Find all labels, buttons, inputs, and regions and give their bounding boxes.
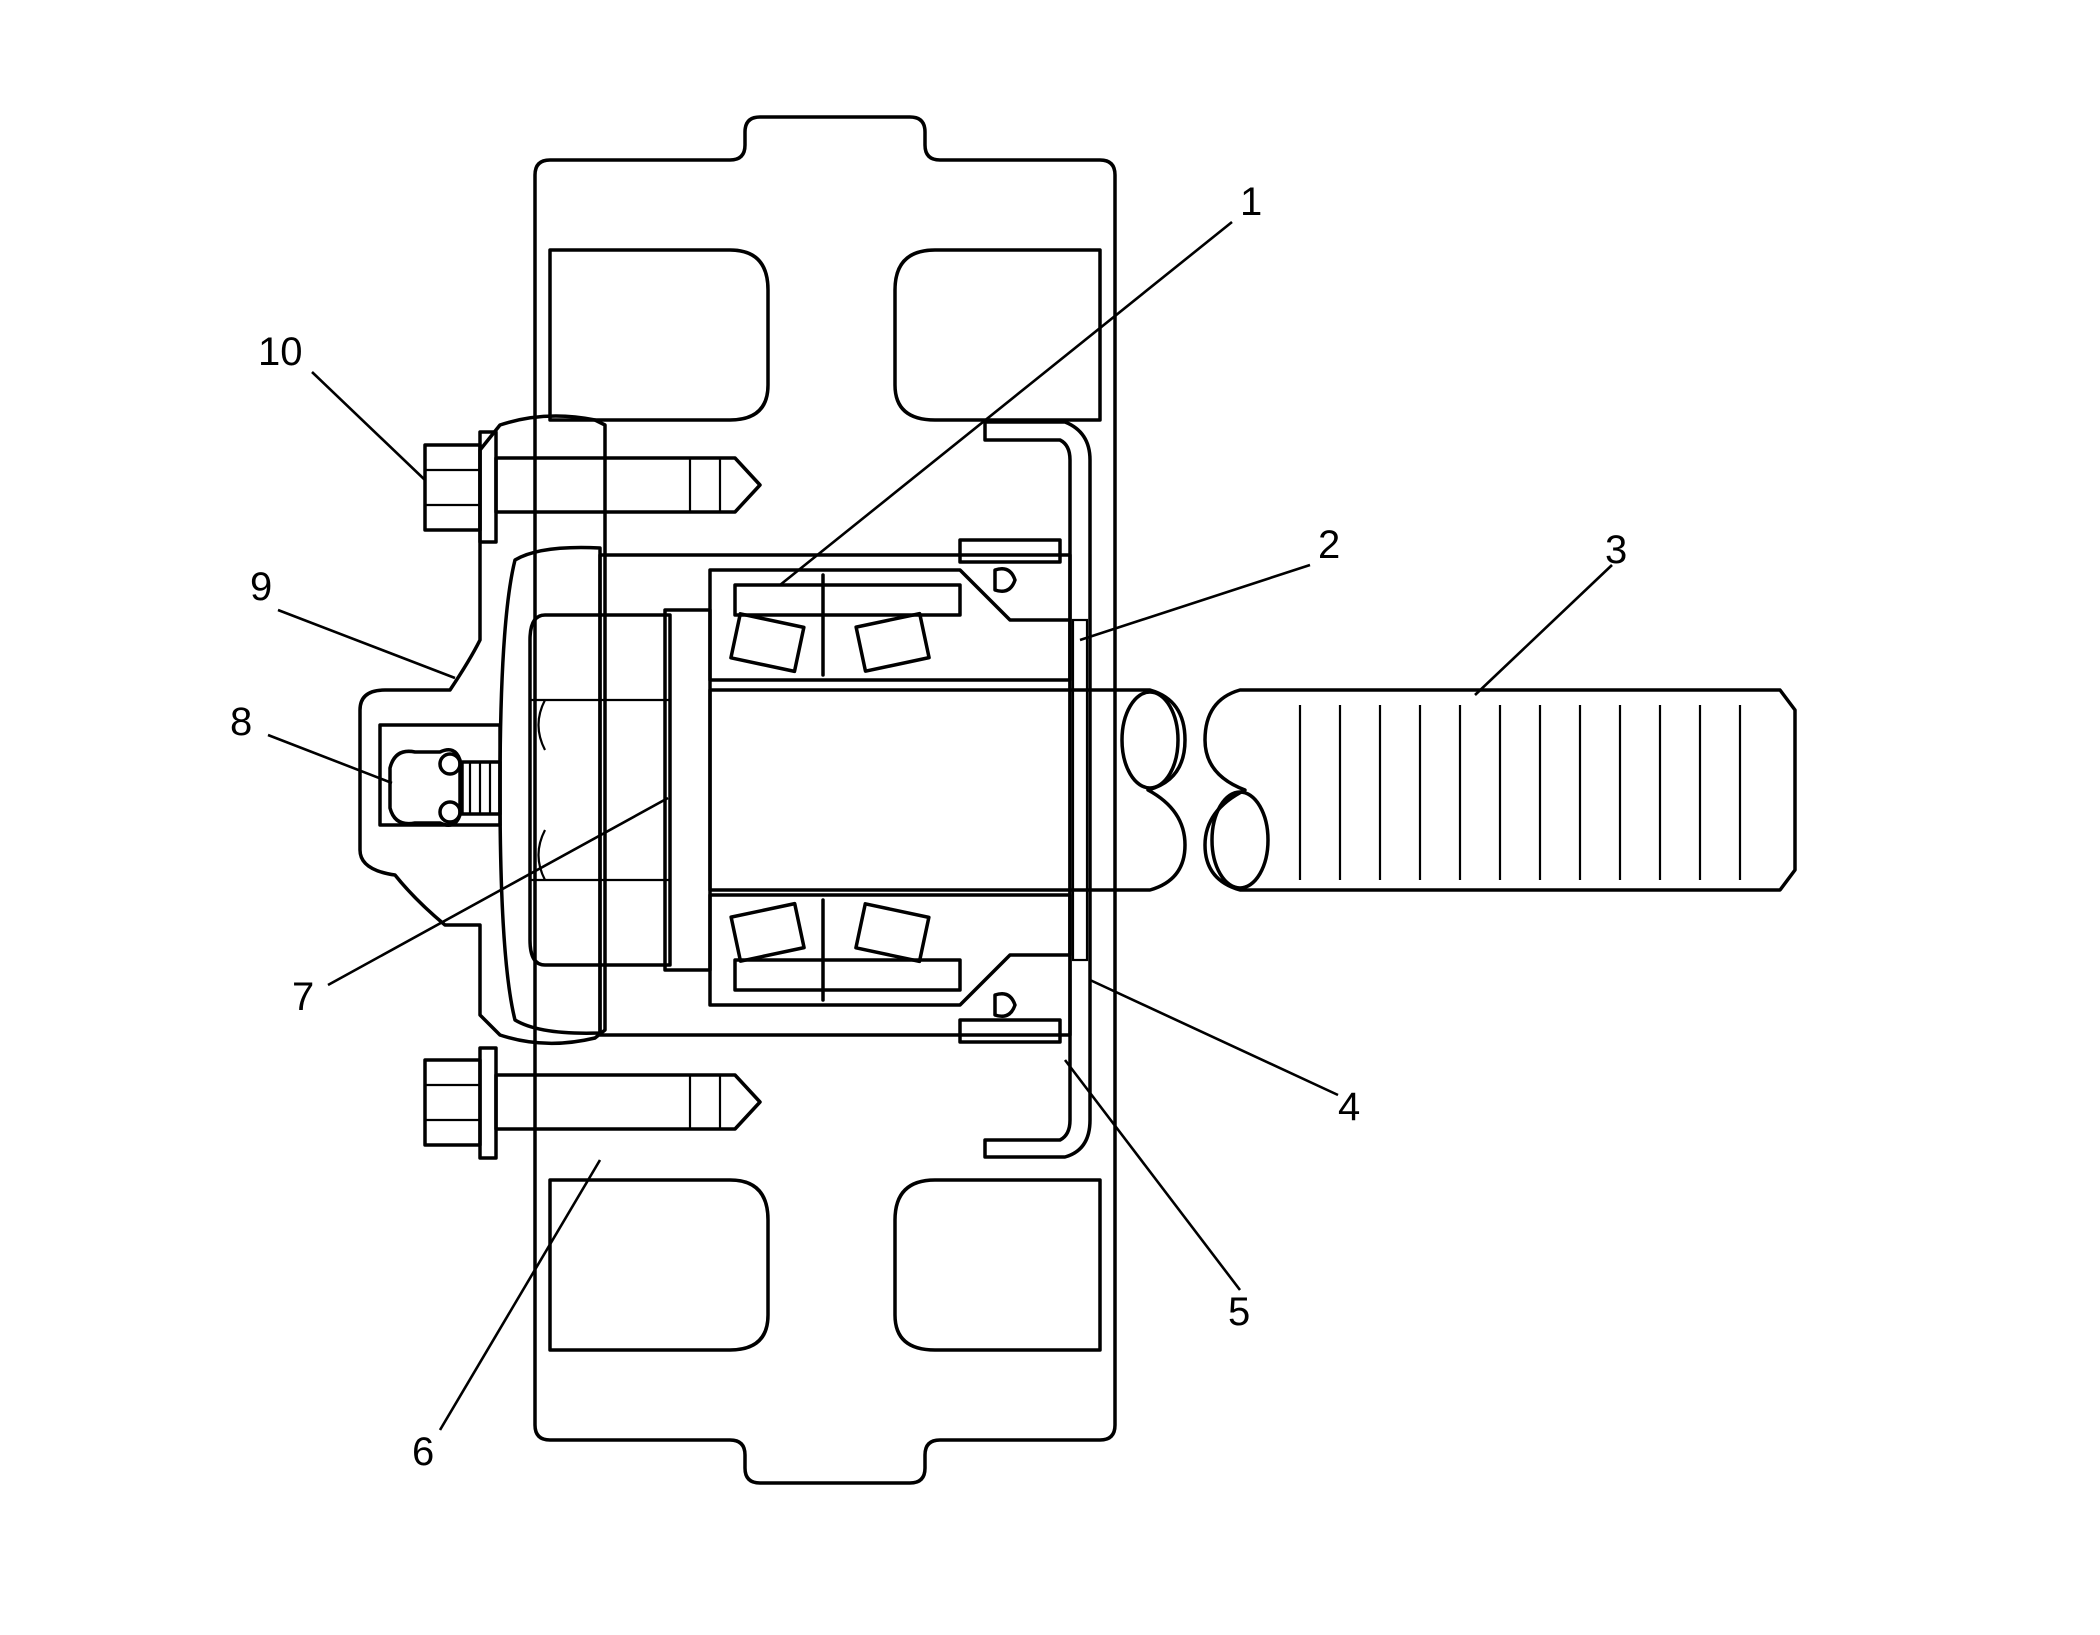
- callout-8: 8: [230, 700, 252, 744]
- callout-6: 6: [412, 1430, 434, 1474]
- seal-retainer: [958, 420, 1092, 1159]
- leader-2: [1079, 563, 1311, 642]
- leader-3: [1474, 564, 1613, 696]
- shaft-stripes: [1298, 705, 1742, 880]
- callout-1: 1: [1240, 180, 1262, 224]
- shaft: [708, 688, 1187, 892]
- roller-body: [533, 115, 1117, 1485]
- callout-10: 10: [258, 330, 303, 374]
- shaft-nut: [528, 608, 712, 972]
- leader-1: [779, 220, 1233, 587]
- callout-2: 2: [1318, 523, 1340, 567]
- upper-bolt: [423, 430, 762, 544]
- leader-lines: [267, 220, 1613, 1431]
- bearing-assembly-lower: [708, 893, 1072, 1007]
- bearing-assembly-upper: [708, 568, 1072, 682]
- grease-fitting: [388, 748, 502, 827]
- callout-7: 7: [292, 975, 314, 1019]
- callout-5: 5: [1228, 1290, 1250, 1334]
- leader-6: [438, 1159, 602, 1431]
- leader-9: [277, 608, 456, 680]
- callout-4: 4: [1338, 1085, 1360, 1129]
- leader-5: [1063, 1059, 1242, 1291]
- callout-9: 9: [250, 565, 272, 609]
- leader-10: [311, 371, 426, 481]
- leader-7: [327, 796, 669, 987]
- callout-3: 3: [1605, 528, 1627, 572]
- lower-bolt: [423, 1046, 762, 1160]
- leader-8: [267, 733, 393, 785]
- callout-labels: 1 2 3 4 5 6 7 8 9 10: [230, 180, 1627, 1474]
- shaft-side-view: [1203, 688, 1797, 892]
- leader-4: [1089, 978, 1339, 1097]
- end-cover: [358, 414, 607, 1046]
